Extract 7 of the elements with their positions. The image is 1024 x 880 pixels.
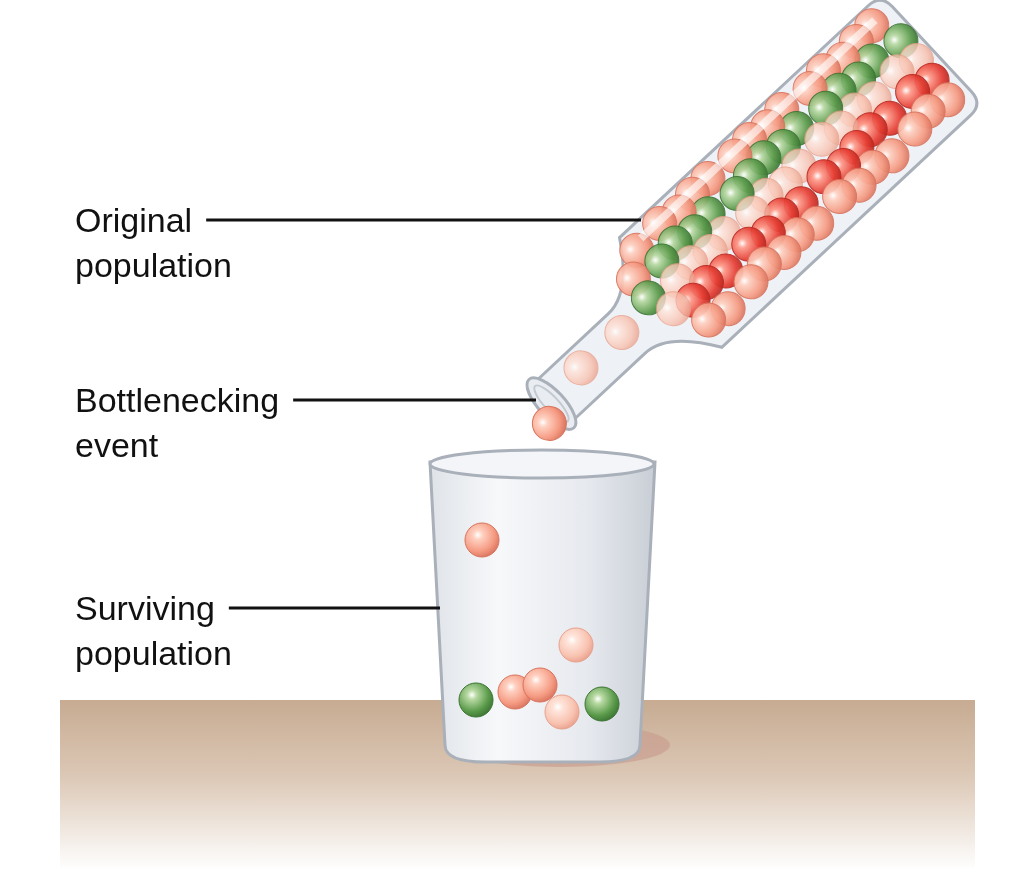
leader-line [228,606,440,610]
glass-drawing [428,448,670,767]
callout-label: Original population [75,198,340,288]
callout-label: Bottlenecking event [75,378,340,468]
leader-line [206,218,641,222]
bottle-drawing [525,0,979,441]
callout-label: Surviving population [75,586,340,676]
